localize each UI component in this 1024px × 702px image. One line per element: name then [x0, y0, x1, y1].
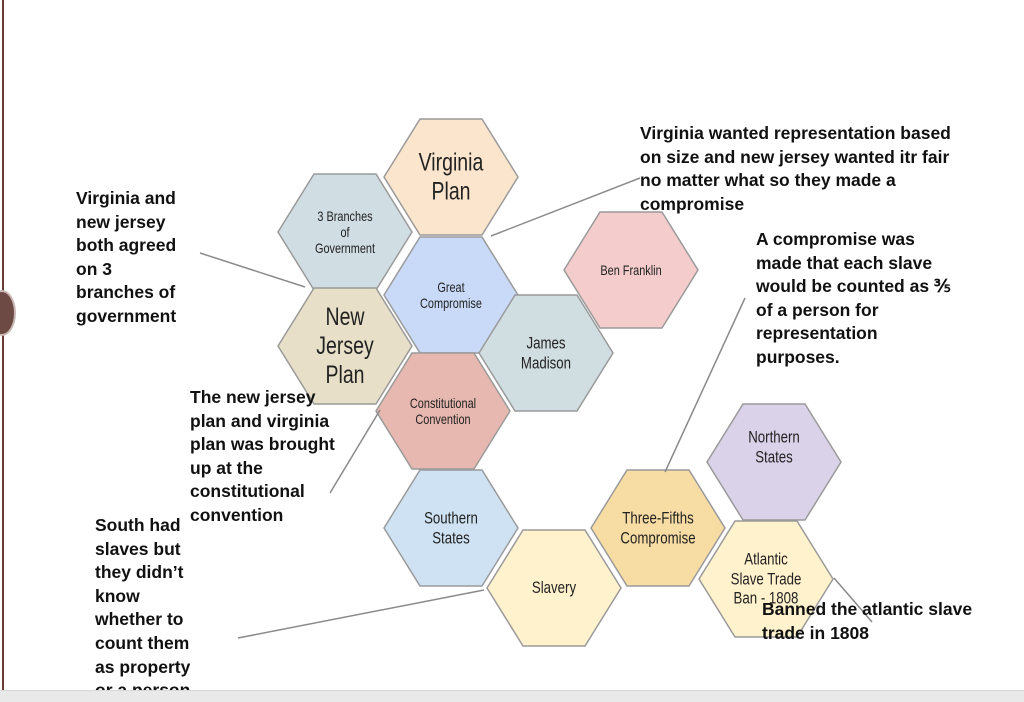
window-edge: [2, 0, 4, 690]
hexagon-slavery: [486, 529, 622, 647]
note-great-compromise: Virginia wanted representation based on …: [640, 123, 951, 214]
hexagon-virginia-plan: [383, 118, 519, 236]
hexagon-three-fifths-compromise: [590, 469, 726, 587]
hexagon-atlantic-slave-trade-ban-1808: [698, 520, 834, 638]
note-three-fifths: A compromise was made that each slave wo…: [756, 229, 951, 367]
bottom-scrollbar[interactable]: [0, 690, 1024, 702]
hexagon-constitutional-convention: [375, 352, 511, 470]
hexagon-label: Great Compromise: [420, 278, 482, 311]
hexagon-label: James Madison: [520, 333, 572, 372]
note-three-branches: Virginia and new jersey both agreed on 3…: [76, 188, 177, 326]
hexagon-label: Constitutional Convention: [409, 394, 477, 427]
note-convention: The new jersey plan and virginia plan wa…: [190, 387, 335, 525]
hexagon-label: Northern States: [748, 427, 800, 466]
hexagon-label: New Jersey Plan: [316, 302, 374, 389]
note-slavery: South had slaves but they didn’t know wh…: [95, 515, 191, 690]
hexagon-new-jersey-plan: [277, 287, 413, 405]
hexagon-northern-states: [706, 403, 842, 521]
connector-line: [199, 252, 306, 288]
hexagon-james-madison: [478, 294, 614, 412]
connector-line: [329, 409, 381, 494]
note-trade-ban: Banned the atlantic slave trade in 1808: [762, 599, 973, 643]
hexagon-ben-franklin: [563, 211, 699, 329]
hexagon-label: Southern States: [424, 508, 478, 547]
hexagon-label: Ben Franklin: [600, 261, 662, 278]
hexagon-label: 3 Branches of Government: [314, 207, 376, 257]
hexagon-label: Slavery: [531, 578, 577, 598]
hexagon-label: Three-Fifths Compromise: [620, 508, 696, 547]
hexagon-label: Atlantic Slave Trade Ban - 1808: [730, 549, 802, 608]
hexagon-label: Virginia Plan: [418, 148, 484, 205]
hexagon-southern-states: [383, 469, 519, 587]
connector-line: [664, 297, 746, 473]
connector-line: [490, 177, 641, 237]
connector-line: [833, 577, 873, 623]
connector-line: [237, 589, 485, 639]
